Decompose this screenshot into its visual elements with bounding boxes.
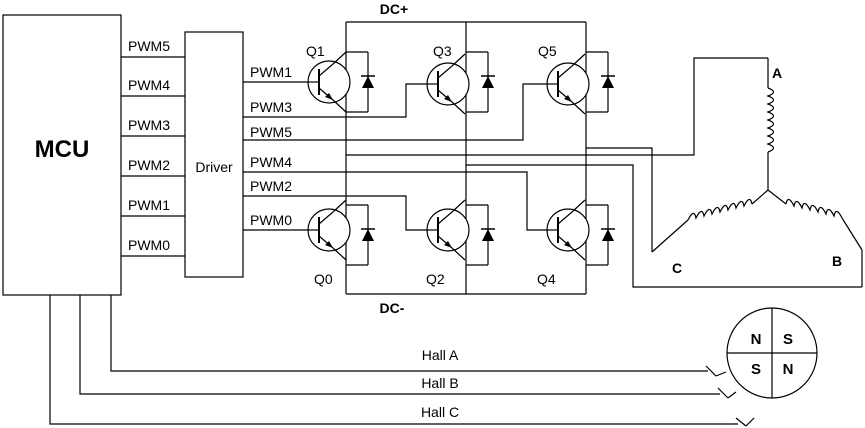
- transistor-label-bottom: Q4: [537, 271, 556, 287]
- phase-label-c: C: [672, 260, 682, 276]
- mcu-output-label: PWM0: [128, 237, 170, 253]
- transistor-q0: [306, 199, 376, 266]
- hall-label: Hall A: [422, 347, 459, 363]
- mcu-pwm-wires: [121, 56, 185, 257]
- transistor-label-top: Q1: [306, 43, 325, 59]
- hall-wires: [49, 295, 755, 427]
- driver-output-label: PWM0: [250, 212, 292, 228]
- mcu-output-label: PWM2: [128, 157, 170, 173]
- dc-plus-label: DC+: [380, 1, 408, 17]
- driver-output-label: PWM5: [250, 124, 292, 140]
- transistor-q1: [306, 51, 376, 113]
- magnet-pole: N: [783, 361, 794, 378]
- hall-label: Hall C: [421, 404, 459, 420]
- transistor-q3: [425, 51, 496, 115]
- driver-label: Driver: [195, 159, 233, 175]
- mcu-block: [2, 14, 122, 296]
- driver-output-label: PWM1: [250, 64, 292, 80]
- driver-output-label: PWM4: [250, 154, 292, 170]
- mcu-output-label: PWM4: [128, 77, 170, 93]
- driver-block: [184, 31, 244, 278]
- driver-output-label: PWM3: [250, 99, 292, 115]
- transistor-label-bottom: Q2: [426, 271, 445, 287]
- transistor-label-top: Q5: [538, 43, 557, 59]
- magnet-pole: N: [751, 331, 762, 348]
- transistor-q5: [545, 51, 616, 115]
- driver-output-label: PWM2: [250, 178, 292, 194]
- motor-windings: [651, 58, 863, 287]
- mcu-output-label: PWM3: [128, 117, 170, 133]
- transistor-label-bottom: Q0: [314, 271, 333, 287]
- gate-wires: [243, 81, 546, 231]
- magnet-pole: S: [783, 331, 793, 348]
- transistor-label-top: Q3: [433, 43, 452, 59]
- magnet-pole: S: [751, 361, 761, 378]
- phase-wires: [346, 57, 862, 288]
- transistor-q4: [545, 199, 616, 266]
- phase-label-b: B: [832, 253, 842, 269]
- mcu-output-label: PWM5: [128, 38, 170, 54]
- bridge-frame: [345, 21, 587, 295]
- dc-minus-label: DC-: [380, 300, 405, 316]
- rotor-magnet: [726, 307, 818, 399]
- mcu-output-label: PWM1: [128, 197, 170, 213]
- transistor-q2: [425, 199, 496, 266]
- hall-label: Hall B: [421, 375, 458, 391]
- phase-label-a: A: [772, 65, 782, 81]
- mcu-label: MCU: [35, 136, 90, 163]
